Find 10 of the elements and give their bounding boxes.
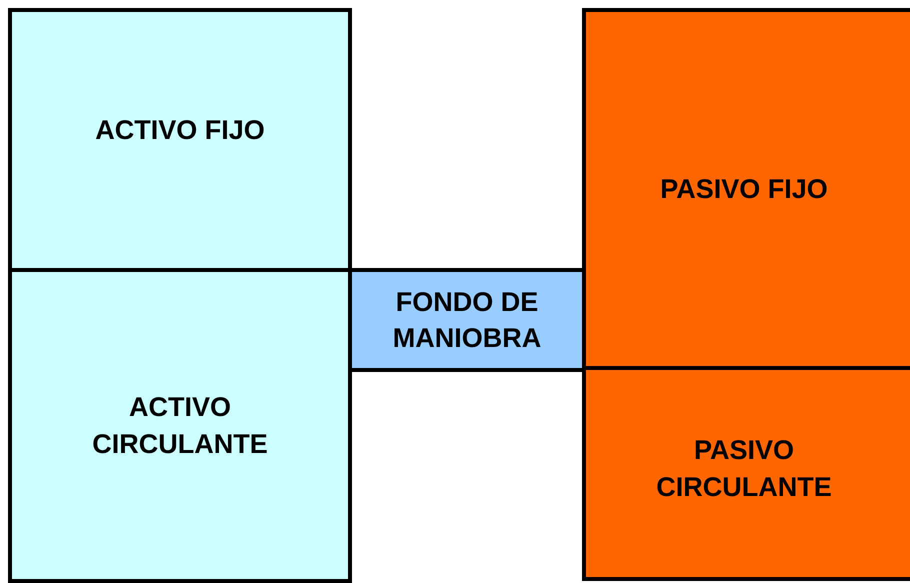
box bbox=[8, 8, 352, 272]
box-label: ACTIVO FIJO bbox=[95, 114, 265, 147]
box-label: ACTIVO CIRCULANTE bbox=[91, 391, 269, 460]
box-label: PASIVO CIRCULANTE bbox=[655, 434, 833, 504]
box-label: PASIVO FIJO bbox=[660, 172, 828, 206]
box bbox=[352, 268, 582, 372]
box bbox=[8, 272, 352, 583]
box bbox=[582, 370, 910, 581]
box-label: FONDO DE MANIOBRA bbox=[392, 286, 542, 355]
box bbox=[582, 8, 910, 370]
